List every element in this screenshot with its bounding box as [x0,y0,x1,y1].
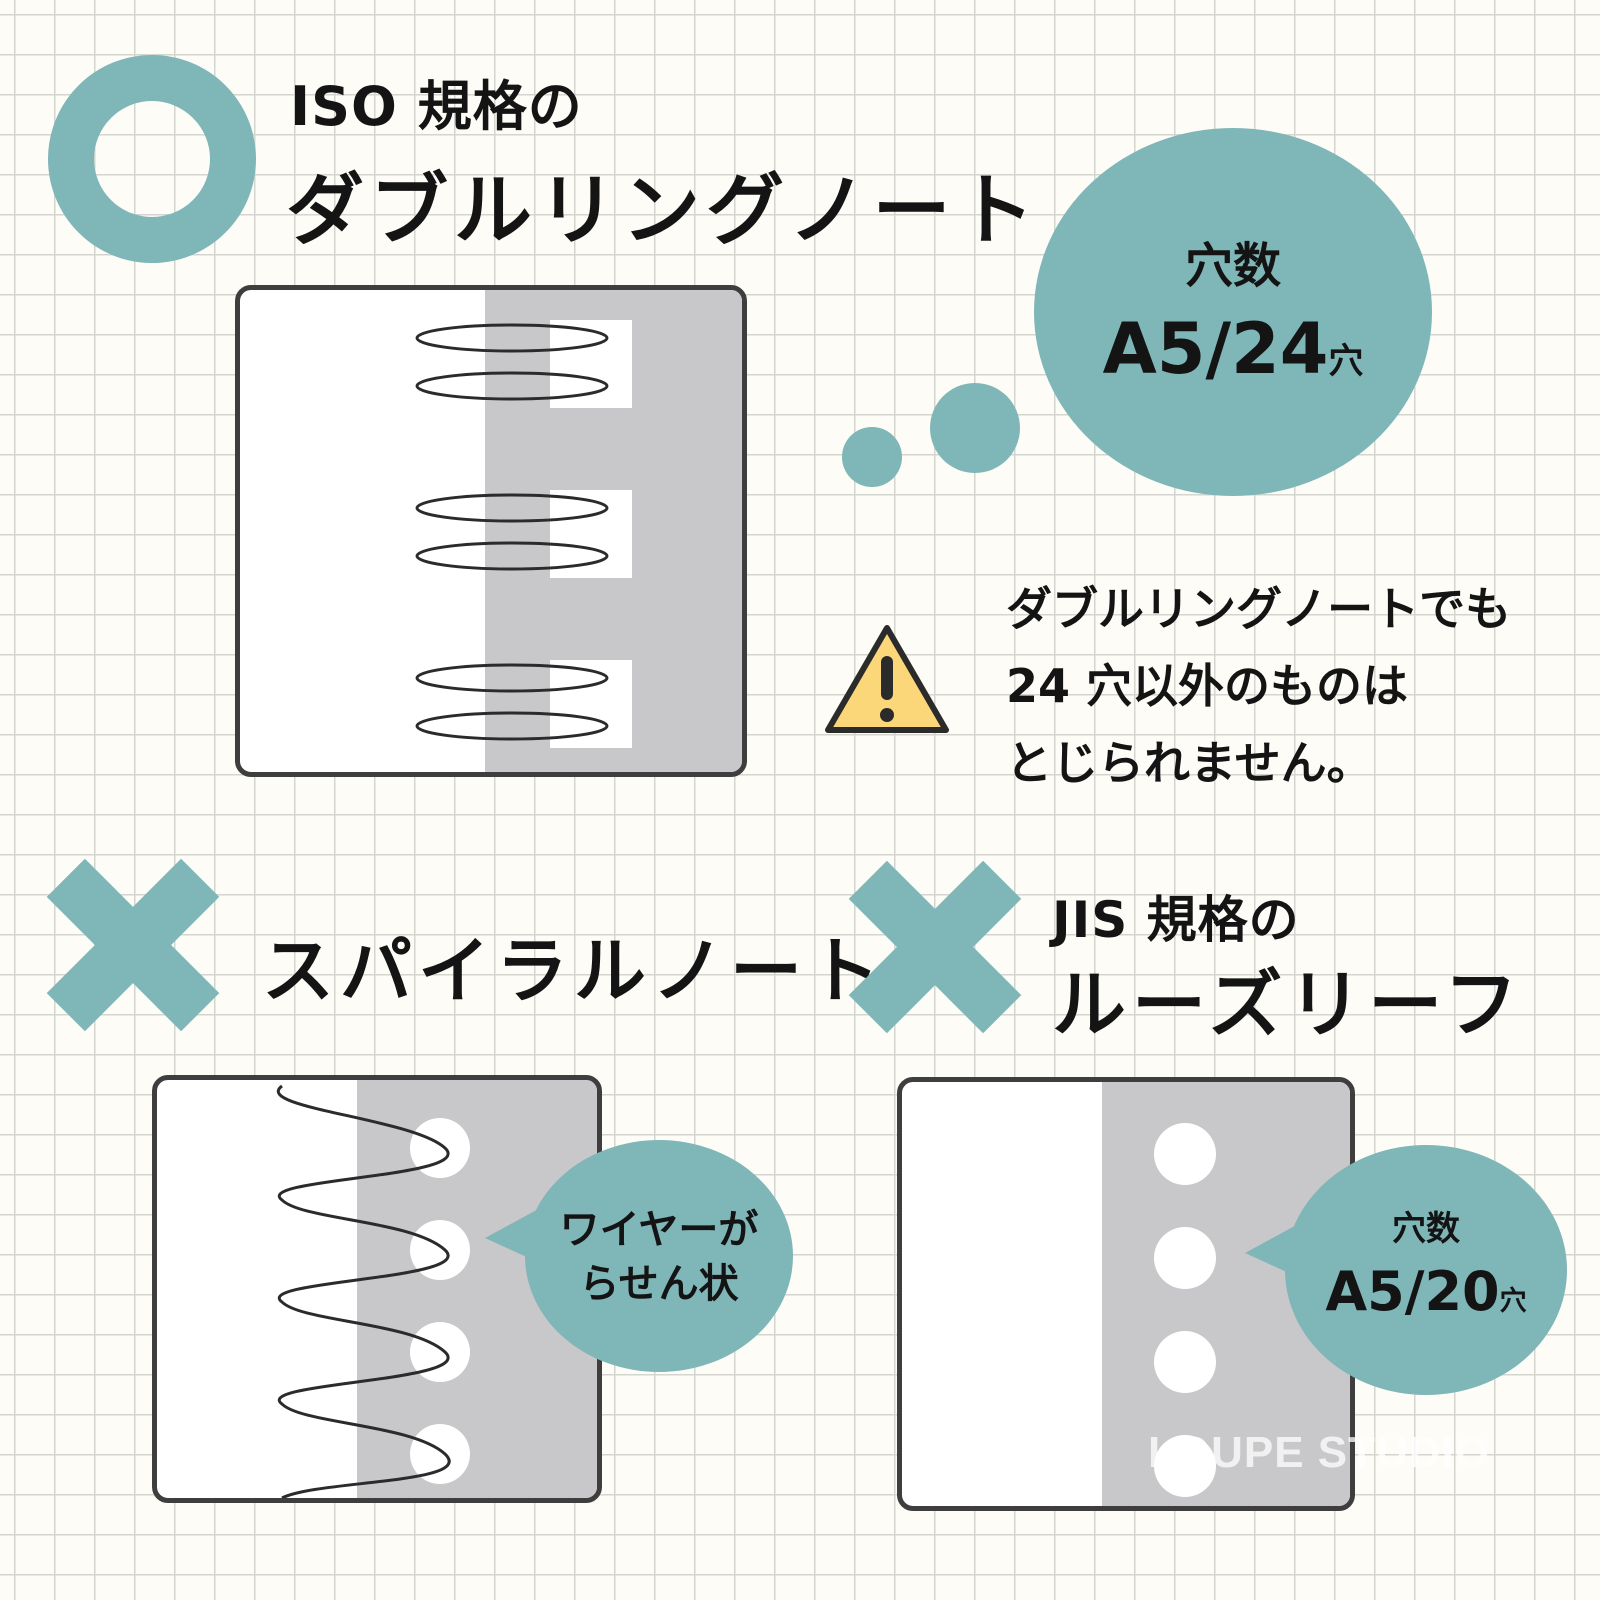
jis-holes-value: A5/20 [1325,1260,1500,1323]
double-ring-binding-icon [415,320,632,748]
spiral-notebook-illustration [152,1075,602,1503]
warning-line-1: ダブルリングノートでも [1006,582,1512,636]
warning-icon [825,625,949,733]
jis-holes-bubble-body: 穴数 A5/20穴 [1285,1145,1567,1395]
loose-leaf-holes-icon [1154,1123,1216,1497]
iso-subtitle: ISO 規格の [290,75,583,138]
cross-ng-icon [850,862,1020,1032]
cross-ng-icon [48,860,218,1030]
spiral-title: スパイラルノート [262,929,887,1013]
loose-leaf-illustration [897,1077,1355,1511]
iso-holes-bubble: 穴数 A5/24穴 [1034,128,1432,496]
spiral-note-bubble-body: ワイヤーが らせん状 [525,1140,793,1372]
jis-holes-value-line: A5/20穴 [1285,1260,1567,1323]
warning-message: ダブルリングノートでも 24 穴以外のものは とじられません。 [1006,571,1511,802]
jis-subtitle: JIS 規格の [1052,891,1300,949]
thought-dot-medium [930,383,1020,473]
iso-title: ダブルリングノート [286,166,1041,256]
spiral-binding-icon [277,1084,470,1498]
studio-watermark: LOUPE STUDIO [1148,1428,1491,1477]
circle-ok-icon [48,55,256,263]
spiral-note-line-1: ワイヤーが [559,1207,759,1253]
warning-line-3: とじられません。 [1006,736,1373,790]
warning-line-2: 24 穴以外のものは [1006,659,1409,713]
iso-holes-unit: 穴 [1328,342,1364,382]
jis-holes-unit: 穴 [1499,1286,1527,1317]
jis-holes-label: 穴数 [1392,1209,1460,1249]
iso-holes-label: 穴数 [1184,238,1281,294]
thought-dot-small [842,427,902,487]
double-ring-notebook-illustration [235,285,747,777]
spiral-note-line-2: らせん状 [579,1261,739,1307]
iso-holes-value: A5/24 [1102,308,1329,390]
iso-holes-value-line: A5/24穴 [1034,308,1432,390]
jis-title: ルーズリーフ [1052,962,1524,1048]
